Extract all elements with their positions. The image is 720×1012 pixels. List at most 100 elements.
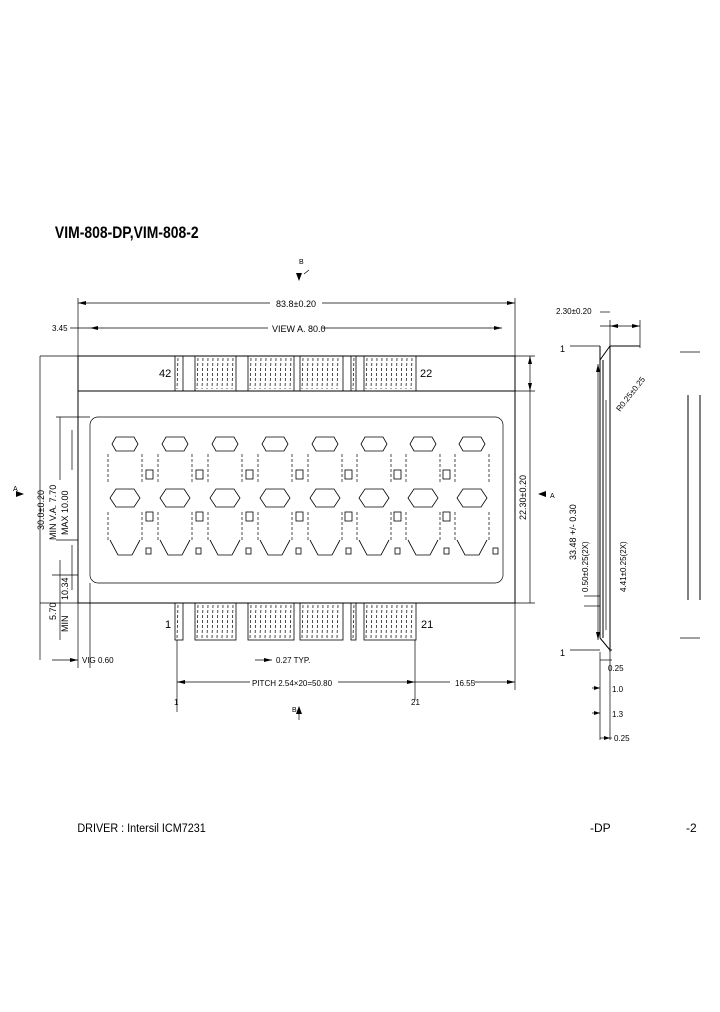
segment	[111, 436, 139, 452]
top-pin-pin	[316, 357, 319, 390]
bottom-pin-pin	[254, 604, 257, 639]
segment	[259, 488, 291, 508]
bottom-pin-pin	[211, 604, 214, 639]
top-pin-pin	[410, 357, 413, 390]
pin-21-label: 21	[421, 619, 433, 631]
top-pin-pin	[254, 357, 257, 390]
colon-segment	[295, 469, 304, 480]
top-pin-block	[350, 355, 357, 392]
segment	[157, 454, 193, 482]
side-height-label: 33.48 +/- 0.30	[568, 504, 578, 560]
bottom-pin-pin	[400, 604, 403, 639]
top-pin-pin	[405, 357, 408, 390]
tick-21-label: 21	[411, 698, 420, 707]
segment	[307, 512, 343, 540]
digit-2	[145, 436, 202, 556]
segment	[161, 436, 189, 452]
bottom-pin-block	[247, 602, 295, 641]
top-pin-pin	[321, 357, 324, 390]
top-pin-block	[363, 355, 417, 392]
top-marker-letter: B	[299, 259, 304, 266]
segment	[405, 454, 441, 482]
segment	[454, 454, 490, 482]
segment	[307, 454, 343, 482]
top-pin-pin	[259, 357, 262, 390]
top-pin-pin	[231, 357, 234, 390]
top-pin-pin	[249, 357, 252, 390]
bottom-pin-pin	[410, 604, 413, 639]
top-pin-pin	[306, 357, 309, 390]
module-outline	[40, 355, 535, 604]
bottom-pin-pin	[301, 604, 304, 639]
bottom-pin-pin	[326, 604, 329, 639]
segment	[458, 436, 486, 452]
segment	[257, 454, 293, 482]
footer-2-label: -2	[686, 821, 697, 835]
decimal-point	[345, 547, 352, 555]
bottom-pin-pin	[259, 604, 262, 639]
colon-segment	[145, 469, 154, 480]
decimal-point	[492, 547, 499, 555]
top-pin-pin	[201, 357, 204, 390]
bottom-pin-pin	[365, 604, 368, 639]
side-view: 2.30±0.20 1 R0.25±0.25 33.48 +/- 0.30 0.…	[556, 307, 701, 743]
segment	[257, 512, 293, 540]
va-height-min-label: MIN V.A. 7.70	[48, 485, 58, 540]
left-dim-min: MIN	[60, 616, 70, 633]
footer-dp-label: -DP	[590, 821, 611, 835]
digit-8	[442, 436, 499, 556]
digit-6	[344, 436, 401, 556]
top-pin-strip: 42 22	[159, 355, 432, 392]
segment	[159, 488, 191, 508]
digit-4	[245, 436, 302, 556]
pin-42-label: 42	[159, 368, 171, 380]
bottom-pin-pin	[375, 604, 378, 639]
decimal-point	[443, 547, 450, 555]
colon-segment	[245, 511, 254, 522]
left-height-dimensions: A 30.0±0.20 MIN V.A. 7.70 MAX 10.00 10.3…	[13, 356, 114, 668]
decimal-point	[195, 547, 202, 555]
bottom-pin-block	[299, 602, 344, 641]
segment	[360, 436, 388, 452]
digit-1	[107, 436, 152, 556]
bottom-pin-pin	[395, 604, 398, 639]
bottom-pin-block	[350, 602, 357, 641]
segment	[454, 512, 490, 540]
bottom-pin-pin	[216, 604, 219, 639]
top-pin-pin	[221, 357, 224, 390]
bottom-left-dim-label: VIG 0.60	[82, 656, 114, 665]
colon-segment	[344, 511, 353, 522]
segment	[456, 539, 488, 556]
bottom-pin-strip: 1 21	[165, 602, 433, 641]
bottom-pin-pin	[201, 604, 204, 639]
segment	[211, 436, 239, 452]
segment	[311, 436, 339, 452]
bottom-pin-pin	[352, 604, 355, 639]
segment	[407, 539, 439, 556]
top-pin-pin	[289, 357, 292, 390]
pin-width-label: 0.27 TYP.	[276, 656, 310, 665]
top-pin-block	[174, 355, 184, 392]
segment	[107, 512, 143, 540]
max-height-label: MAX 10.00	[60, 490, 70, 535]
bottom-pin-pin	[289, 604, 292, 639]
colon-segment	[442, 469, 451, 480]
top-pin-pin	[269, 357, 272, 390]
left-offset-label: 3.45	[52, 324, 68, 333]
bottom-pin-pin	[336, 604, 339, 639]
top-pin-pin	[311, 357, 314, 390]
bottom-pin-block	[174, 602, 184, 641]
decimal-point	[394, 547, 401, 555]
decimal-point	[145, 547, 152, 555]
side-top-label: 2.30±0.20	[556, 307, 592, 316]
segment	[107, 454, 143, 482]
decimal-point	[295, 547, 302, 555]
right-height-dimension: 22.30±0.20 A	[518, 356, 555, 603]
top-pin-pin	[326, 357, 329, 390]
top-pin-block	[247, 355, 295, 392]
segment	[259, 539, 291, 556]
top-pin-pin	[279, 357, 282, 390]
side-num-bot: 1	[560, 648, 565, 658]
top-pin-pin	[216, 357, 219, 390]
top-pin-pin	[206, 357, 209, 390]
